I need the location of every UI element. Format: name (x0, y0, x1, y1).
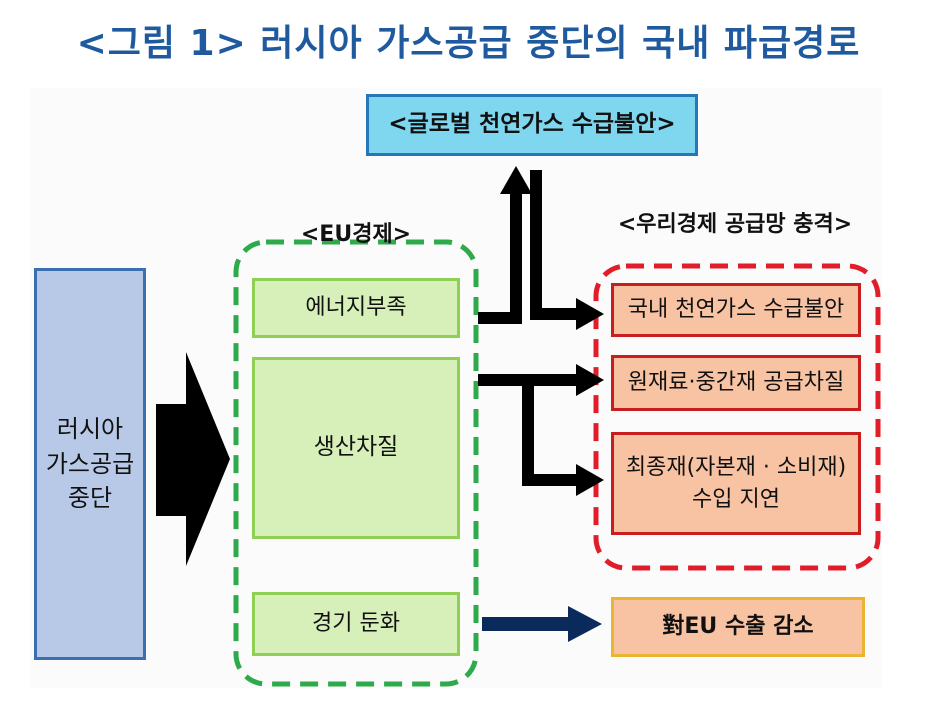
arrow-slowdown-to-export-head (568, 606, 602, 642)
russia-line-3: 중단 (67, 484, 113, 513)
eu-group-outline (233, 239, 479, 687)
arrow-production-to-final (512, 374, 580, 486)
main-flow-arrow (156, 352, 230, 566)
arrow-production-to-final-head (576, 464, 604, 496)
russia-gas-supply-box: 러시아 가스공급 중단 (34, 268, 146, 660)
arrow-energy-to-global-head (500, 166, 532, 194)
eu-energy-shortage-box: 에너지부족 (252, 278, 460, 338)
russia-line-1: 러시아 (56, 414, 124, 443)
eu-economic-slowdown-box: 경기 둔화 (252, 592, 460, 656)
page-title: <그림 1> 러시아 가스공급 중단의 국내 파급경로 (76, 23, 861, 64)
kr-materials-box: 원재료·중간재 공급차질 (611, 355, 861, 411)
global-gas-label: <글로벌 천연가스 수급불안> (388, 111, 676, 138)
arrow-production-to-materials-head (576, 364, 604, 396)
eu-export-decline-box: 對EU 수출 감소 (611, 597, 865, 657)
eu-production-disruption-box: 생산차질 (252, 357, 460, 539)
kr-final-line-1: 최종재(자본재 · 소비재) (625, 454, 847, 480)
arrow-global-to-kr-gas (530, 170, 580, 320)
eu-slowdown-label: 경기 둔화 (312, 611, 400, 637)
korea-group-label: <우리경제 공급망 충격> (617, 212, 853, 237)
eu-group-label: <EU경제> (300, 222, 412, 247)
global-gas-box: <글로벌 천연가스 수급불안> (366, 94, 698, 156)
russia-line-2: 가스공급 (45, 449, 135, 478)
eu-production-label: 생산차질 (313, 434, 399, 461)
eu-energy-label: 에너지부족 (305, 295, 407, 321)
eu-export-label: 對EU 수출 감소 (662, 614, 814, 640)
arrow-global-to-kr-gas-head (576, 298, 604, 330)
kr-gas-supply-box: 국내 천연가스 수급불안 (611, 283, 861, 337)
kr-final-line-2: 수입 지연 (692, 486, 780, 512)
kr-final-goods-box: 최종재(자본재 · 소비재) 수입 지연 (611, 432, 861, 535)
kr-gas-label: 국내 천연가스 수급불안 (627, 297, 845, 323)
kr-materials-label: 원재료·중간재 공급차질 (627, 370, 845, 396)
arrow-energy-to-global (478, 192, 522, 324)
